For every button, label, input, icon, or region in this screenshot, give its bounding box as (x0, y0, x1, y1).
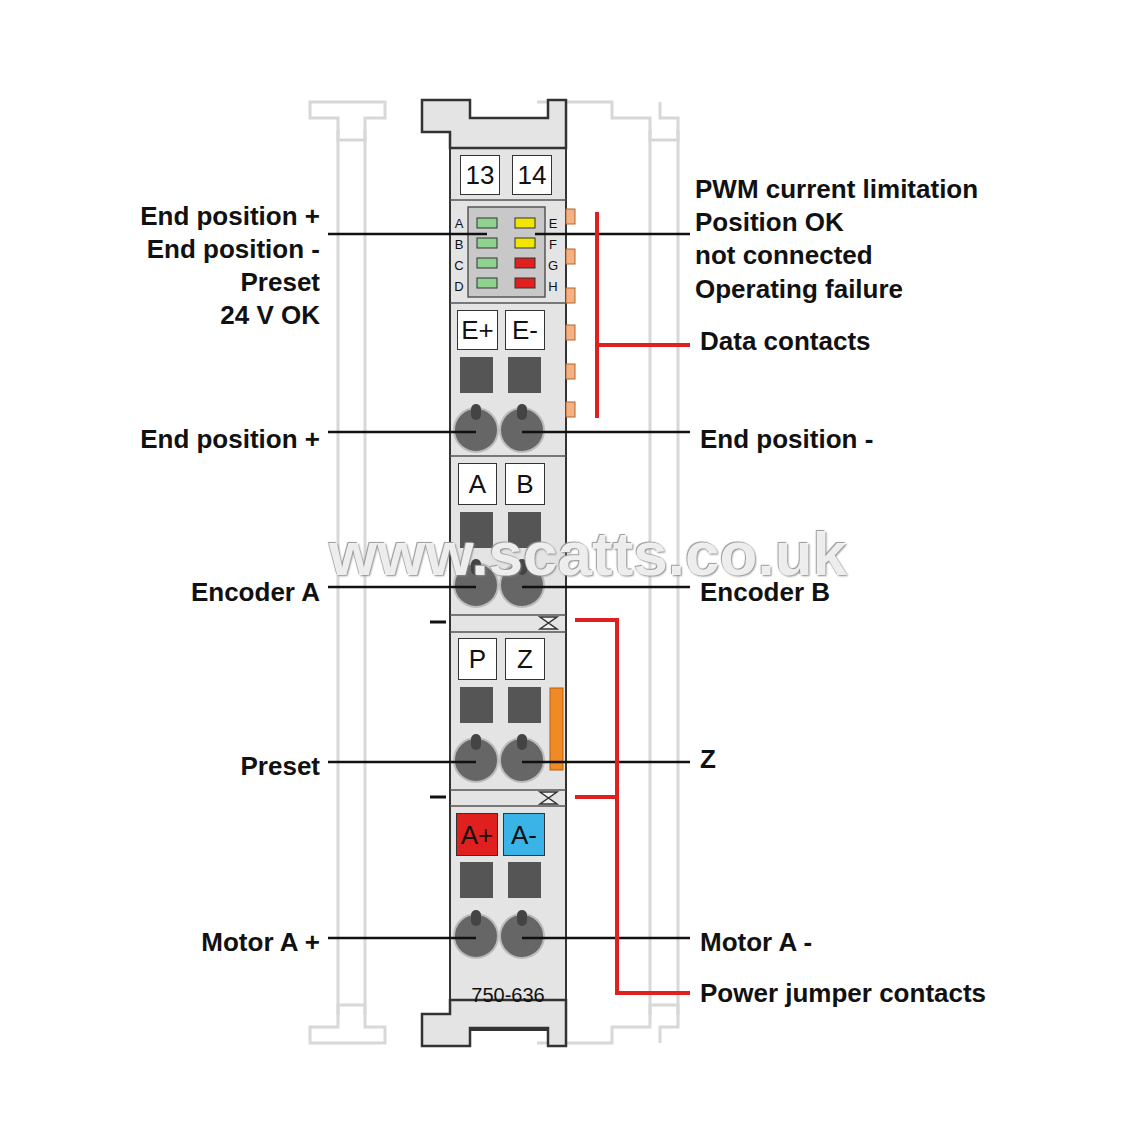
callout-label: Position OK (695, 209, 844, 235)
led-set (477, 218, 535, 288)
part-number: 750-636 (471, 985, 544, 1005)
callout-bracket (575, 212, 690, 993)
callout-label: not connected (695, 242, 873, 268)
module-housing (450, 140, 566, 1030)
callout-label: Operating failure (695, 276, 903, 302)
callout-label: End position + (140, 203, 320, 229)
terminal-marker: 14 (512, 155, 552, 195)
power-jumper-contact (550, 688, 563, 770)
callout-label: Encoder A (191, 579, 320, 605)
led-letter: D (454, 280, 463, 293)
terminal-marker: E+ (457, 310, 498, 350)
terminal-marker: A- (503, 813, 545, 856)
terminal-marker: 13 (460, 155, 500, 195)
callout-label: End position - (147, 236, 320, 262)
terminal-marker: Z (505, 638, 545, 680)
marker-text: A (469, 471, 486, 497)
callout-label: Power jumper contacts (700, 980, 986, 1006)
watermark: www.scatts.co.uk (329, 523, 847, 585)
callout-label: Preset (241, 269, 321, 295)
led-letter: G (548, 259, 558, 272)
callout-label: Motor A - (700, 929, 812, 955)
marker-text: P (469, 646, 486, 672)
terminal-marker: A+ (456, 813, 498, 856)
callout-label: End position - (700, 426, 873, 452)
led-letter: B (455, 238, 464, 251)
led-letter: C (454, 259, 463, 272)
terminal-marker: P (458, 638, 497, 680)
terminal-marker: B (505, 463, 545, 505)
marker-text: E+ (461, 317, 494, 343)
bottom-clip (422, 1000, 566, 1046)
terminal-marker: E- (505, 310, 545, 350)
led-letter: E (549, 217, 558, 230)
marker-text: A- (511, 822, 537, 848)
top-clip (422, 100, 566, 148)
spring-terminal (454, 357, 544, 958)
callout-label: Data contacts (700, 328, 871, 354)
callout-label: 24 V OK (220, 302, 320, 328)
callout-label: End position + (140, 426, 320, 452)
marker-text: 13 (466, 162, 495, 188)
data-contact (566, 209, 575, 417)
led-panel (468, 207, 545, 297)
led-letter: H (548, 280, 557, 293)
marker-text: A+ (461, 822, 494, 848)
led-letter: F (549, 238, 557, 251)
marker-text: Z (517, 646, 533, 672)
section-dividers (450, 200, 566, 806)
callout-label: Motor A + (201, 929, 320, 955)
marker-text: B (516, 471, 533, 497)
terminal-marker: A (458, 463, 497, 505)
callout-label: Preset (241, 753, 321, 779)
marker-text: 14 (518, 162, 547, 188)
callout-label: Z (700, 746, 716, 772)
marker-tick (430, 622, 446, 797)
marker-text: E- (512, 317, 538, 343)
leader-line (328, 234, 690, 938)
led-letter: A (455, 217, 464, 230)
callout-label: PWM current limitation (695, 176, 978, 202)
